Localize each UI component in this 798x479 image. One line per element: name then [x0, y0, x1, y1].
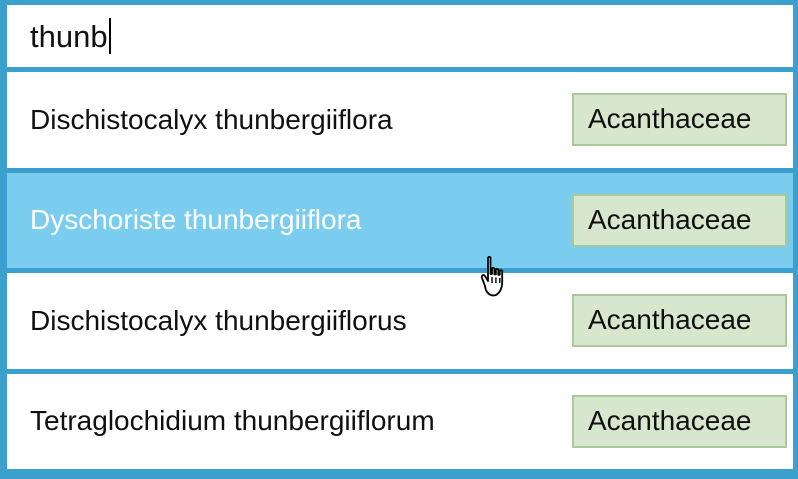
text-caret: [108, 18, 111, 54]
search-input-value: thunb: [30, 18, 108, 54]
species-name: Dyschoriste thunbergiiflora: [30, 204, 362, 236]
result-row-3[interactable]: Dischistocalyx thunbergiiflorus Acanthac…: [7, 273, 793, 369]
result-row-1[interactable]: Dischistocalyx thunbergiiflora Acanthace…: [7, 72, 793, 168]
species-name: Dischistocalyx thunbergiiflorus: [30, 304, 407, 336]
family-badge: Acanthaceae: [572, 193, 787, 247]
result-row-2[interactable]: Dyschoriste thunbergiiflora Acanthaceae: [7, 172, 793, 268]
family-badge: Acanthaceae: [572, 294, 787, 348]
results-list: Dischistocalyx thunbergiiflora Acanthace…: [7, 72, 793, 469]
species-name: Dischistocalyx thunbergiiflora: [30, 103, 393, 135]
family-badge: Acanthaceae: [572, 394, 787, 448]
species-name: Tetraglochidium thunbergiiflorum: [30, 405, 435, 437]
result-row-4[interactable]: Tetraglochidium thunbergiiflorum Acantha…: [7, 373, 793, 469]
family-badge: Acanthaceae: [572, 93, 787, 147]
search-input[interactable]: thunb: [7, 5, 793, 67]
